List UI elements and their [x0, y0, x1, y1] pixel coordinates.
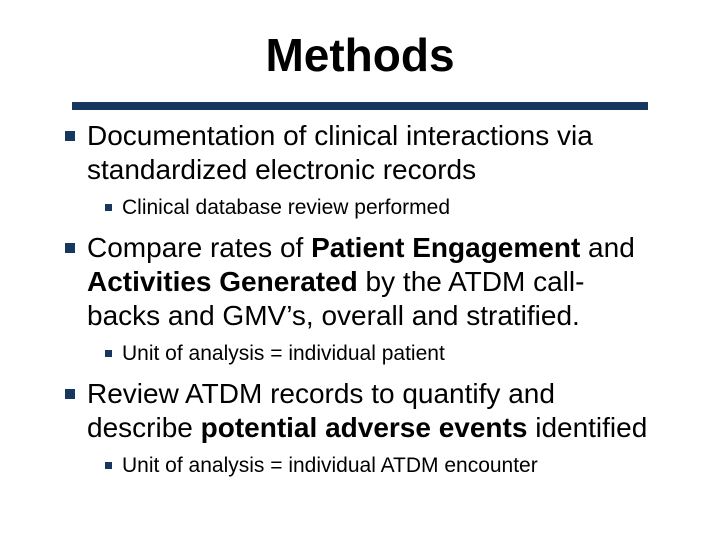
bullet-square-icon: [105, 462, 112, 469]
title-underline-rule: [72, 102, 648, 110]
bullet-line: Unit of analysis = individual patient: [122, 342, 445, 365]
bullet-square-icon: [65, 131, 75, 141]
bullet-line: Compare rates of Patient Engagement and: [87, 232, 635, 263]
bullet-text: Unit of analysis = individual ATDM encou…: [122, 453, 538, 479]
bullet-square-icon: [105, 204, 112, 211]
bullet-line: describe potential adverse events identi…: [87, 412, 648, 443]
bullet-text: Clinical database review performed: [122, 195, 450, 221]
bullet-line: backs and GMV’s, overall and stratified.: [87, 300, 580, 331]
bullet-item: Documentation of clinical interactions v…: [65, 119, 680, 187]
bullet-line: Review ATDM records to quantify and: [87, 378, 555, 409]
bullet-square-icon: [105, 350, 112, 357]
bullet-line: Activities Generated by the ATDM call-: [87, 266, 585, 297]
sub-bullet-item: Unit of analysis = individual patient: [105, 341, 680, 367]
bullet-line: standardized electronic records: [87, 154, 477, 185]
sub-bullet-item: Unit of analysis = individual ATDM encou…: [105, 453, 680, 479]
bullet-text: Unit of analysis = individual patient: [122, 341, 445, 367]
sub-bullet-item: Clinical database review performed: [105, 195, 680, 221]
bullet-line: Unit of analysis = individual ATDM encou…: [122, 454, 538, 477]
bullet-list: Documentation of clinical interactions v…: [65, 119, 680, 479]
bullet-line: Clinical database review performed: [122, 196, 450, 219]
bullet-square-icon: [65, 389, 75, 399]
bullet-line: Documentation of clinical interactions v…: [87, 120, 593, 151]
bullet-square-icon: [65, 243, 75, 253]
slide-title: Methods: [265, 29, 455, 81]
bullet-text: Documentation of clinical interactions v…: [87, 119, 593, 187]
